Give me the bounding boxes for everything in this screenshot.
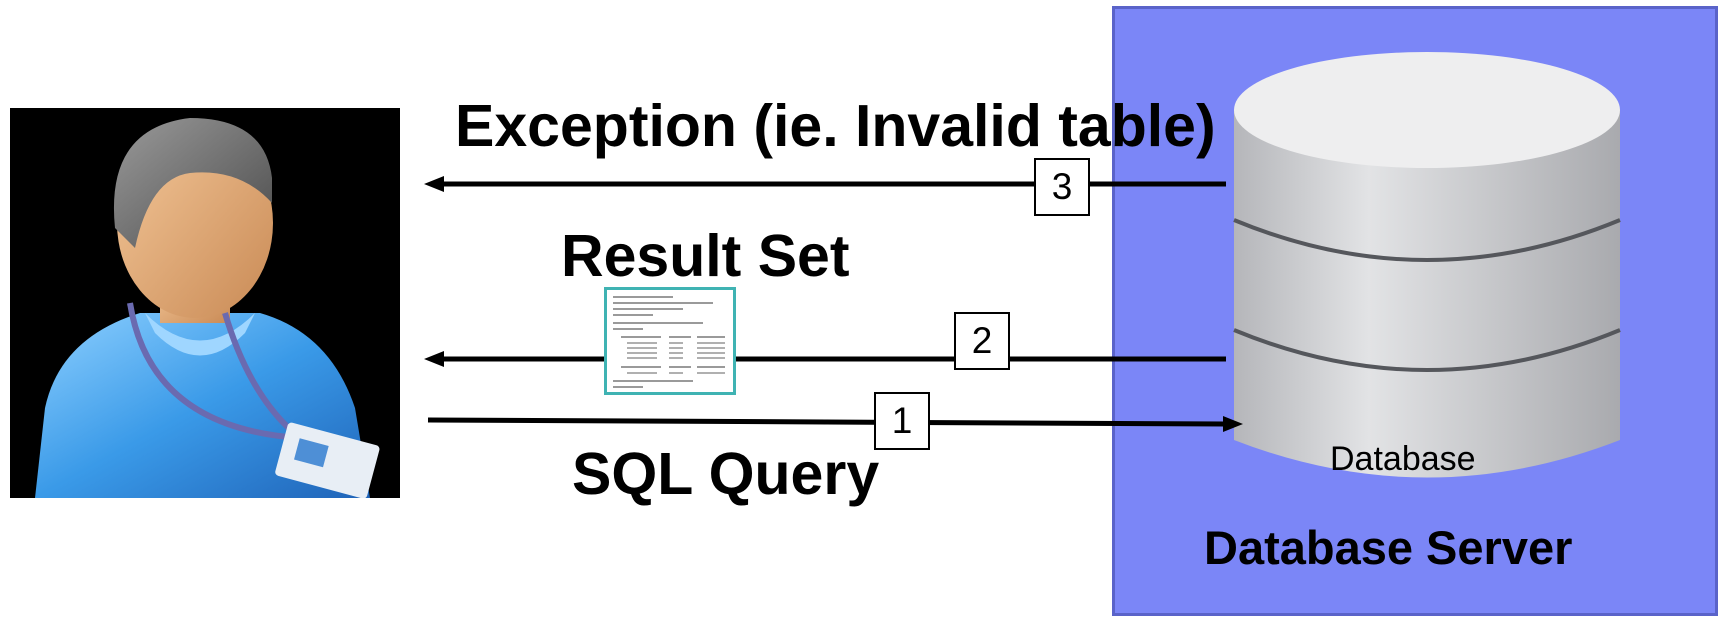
result-set-label: Result Set: [561, 223, 850, 289]
database-cylinder-icon: [1233, 52, 1621, 478]
sql-query-label: SQL Query: [572, 441, 880, 507]
step-3-badge: 3: [1034, 158, 1090, 216]
step-1-badge: 1: [874, 392, 930, 450]
exception-label: Exception (ie. Invalid table): [455, 93, 1216, 159]
query-arrow-head: [1223, 416, 1243, 432]
step-2-badge: 2: [954, 312, 1010, 370]
exception-arrow-head: [424, 176, 444, 192]
user-with-badge-icon: [35, 118, 380, 499]
result-arrow-head: [424, 351, 444, 367]
database-server-label: Database Server: [1204, 521, 1573, 574]
database-label: Database: [1330, 440, 1476, 478]
user-avatar-panel: [10, 108, 400, 499]
query-arrow: [427, 417, 1226, 427]
result-set-document-icon: [604, 287, 736, 395]
